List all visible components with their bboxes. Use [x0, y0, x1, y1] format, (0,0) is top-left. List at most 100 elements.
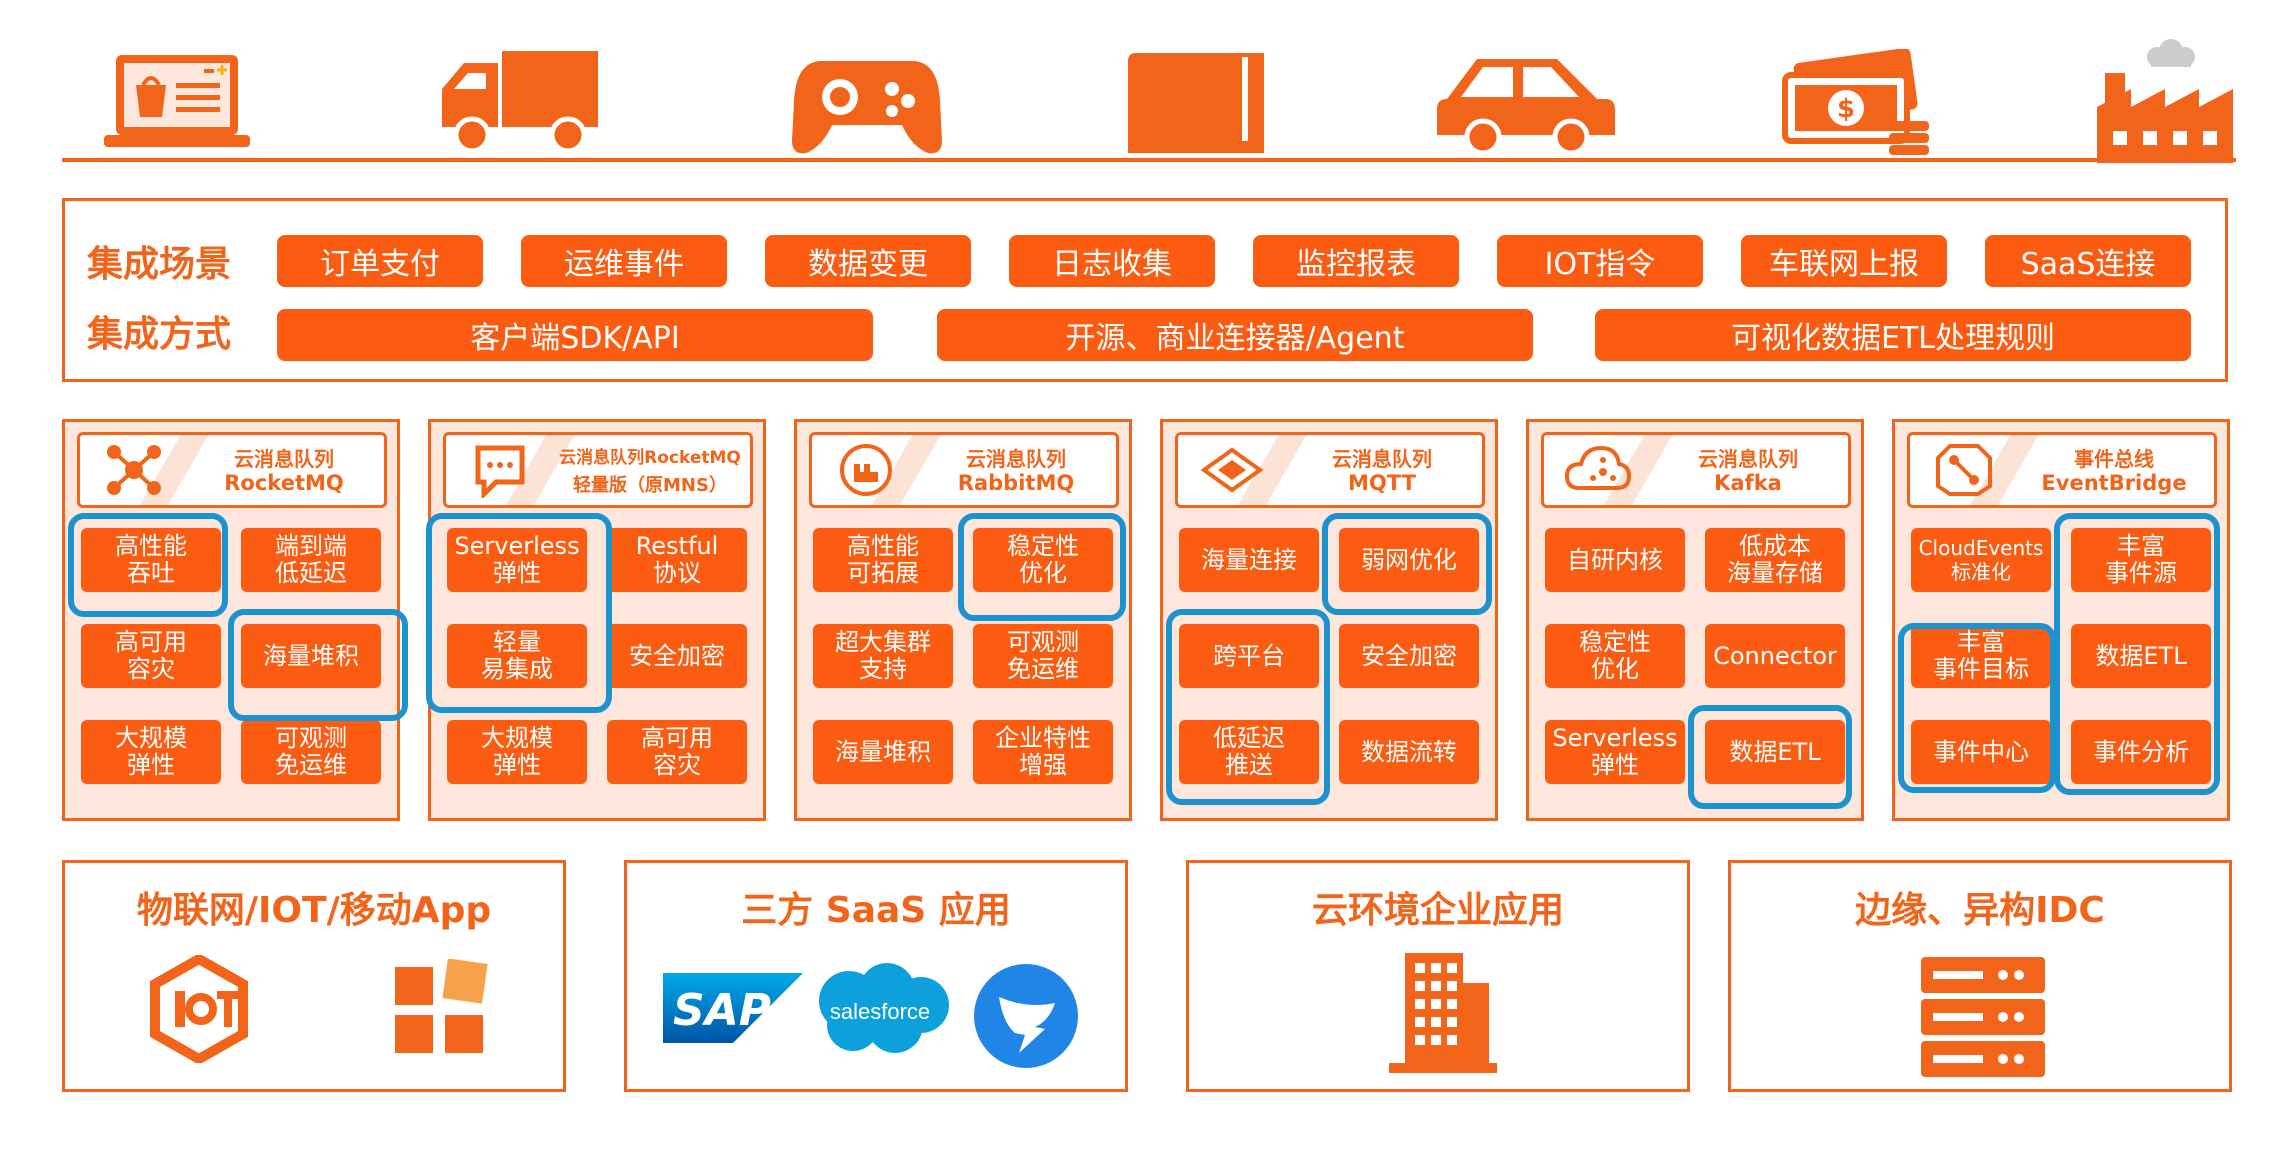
- card-header: 事件总线 EventBridge: [1907, 432, 2217, 508]
- method-pill: 客户端SDK/API: [277, 309, 873, 361]
- bottom-box-title: 三方 SaaS 应用: [741, 890, 1011, 931]
- money-icon: $: [1762, 38, 1952, 170]
- feature-cell: 高性能吞吐: [81, 528, 221, 592]
- highlight-box: [1322, 513, 1492, 615]
- salesforce-logo-text: salesforce: [830, 999, 930, 1024]
- product-card-rabbitmq: 云消息队列 RabbitMQ 高性能可拓展 稳定性优化 超大集群支持 可观测免运…: [794, 419, 1132, 821]
- highlight-box: [1688, 705, 1852, 809]
- top-divider: [62, 158, 2236, 162]
- feature-cell: 端到端低延迟: [241, 528, 381, 592]
- card-subtitle: Kafka: [1714, 471, 1782, 495]
- sap-logo: SAP: [663, 973, 803, 1043]
- message-bubble-icon: [446, 435, 554, 505]
- laptop-shopping-icon: [82, 38, 272, 170]
- card-header: 云消息队列 MQTT: [1175, 432, 1485, 508]
- gamepad-icon: [772, 38, 962, 170]
- method-pill: 开源、商业连接器/Agent: [937, 309, 1533, 361]
- svg-text:SAP: SAP: [673, 985, 771, 1036]
- integration-panel: 集成场景 集成方式 订单支付 运维事件 数据变更 日志收集 监控报表 IOT指令…: [62, 198, 2228, 382]
- highlight-box: [958, 513, 1126, 621]
- feature-cell: 海量堆积: [813, 720, 953, 784]
- highlight-box: [1898, 623, 2056, 793]
- iot-icon: [145, 953, 253, 1067]
- highlight-box: [426, 513, 612, 713]
- bottom-box-edge-idc: 边缘、异构IDC: [1728, 860, 2232, 1092]
- feature-cell: 低成本海量存储: [1705, 528, 1845, 592]
- card-subtitle: RabbitMQ: [957, 471, 1075, 495]
- scenario-pill: IOT指令: [1497, 235, 1703, 287]
- scenario-pill: 监控报表: [1253, 235, 1459, 287]
- feature-cell: 事件分析: [2071, 720, 2211, 784]
- feature-cell: 超大集群支持: [813, 624, 953, 688]
- bottom-box-iot: 物联网/IOT/移动App: [62, 860, 566, 1092]
- highlight-box: [1166, 609, 1330, 805]
- scenario-icon-row: $: [60, 20, 2238, 163]
- integration-scenario-label: 集成场景: [87, 244, 232, 285]
- scenario-pill: 日志收集: [1009, 235, 1215, 287]
- card-header: 云消息队列 RabbitMQ: [809, 432, 1119, 508]
- scenario-pill: 数据变更: [765, 235, 971, 287]
- feature-cell: 数据ETL: [2071, 624, 2211, 688]
- mqtt-logo-icon: [1178, 435, 1286, 505]
- feature-cell: 事件中心: [1911, 720, 2051, 784]
- highlight-box: [228, 609, 408, 721]
- bottom-box-cloud-enterprise: 云环境企业应用: [1186, 860, 1690, 1092]
- bottom-box-title: 边缘、异构IDC: [1855, 890, 2105, 931]
- feature-cell: 安全加密: [1339, 624, 1479, 688]
- feature-cell: 企业特性增强: [973, 720, 1113, 784]
- feature-cell: 高可用容灾: [81, 624, 221, 688]
- eventbridge-logo-icon: [1910, 435, 2018, 505]
- feature-cell: 轻量易集成: [447, 624, 587, 688]
- bottom-box-title: 物联网/IOT/移动App: [136, 890, 492, 931]
- feature-cell: 大规模弹性: [81, 720, 221, 784]
- feature-cell: 可观测免运维: [241, 720, 381, 784]
- integration-method-label: 集成方式: [87, 314, 232, 355]
- feature-cell: 稳定性优化: [1545, 624, 1685, 688]
- feature-cell: 高可用容灾: [607, 720, 747, 784]
- book-icon: [1102, 38, 1292, 170]
- truck-icon: [422, 38, 612, 170]
- feature-cell: 可观测免运维: [973, 624, 1113, 688]
- highlight-box: [68, 513, 228, 617]
- card-header: 云消息队列 Kafka: [1541, 432, 1851, 508]
- card-subtitle: MQTT: [1348, 471, 1416, 495]
- card-header: 云消息队列 RocketMQ: [77, 432, 387, 508]
- feature-cell: 低延迟推送: [1179, 720, 1319, 784]
- scenario-pill: 订单支付: [277, 235, 483, 287]
- product-card-kafka: 云消息队列 Kafka 自研内核 低成本海量存储 稳定性优化 Connector…: [1526, 419, 1864, 821]
- feature-cell: 高性能可拓展: [813, 528, 953, 592]
- salesforce-logo: salesforce: [805, 959, 955, 1059]
- dingtalk-logo-icon: [971, 961, 1081, 1075]
- card-title: 云消息队列: [234, 447, 334, 471]
- card-subtitle: 轻量版（原MNS）: [573, 475, 727, 496]
- highlight-box: [2054, 513, 2220, 795]
- car-icon: [1432, 38, 1622, 170]
- feature-cell: 数据流转: [1339, 720, 1479, 784]
- rocketmq-logo-icon: [80, 435, 188, 505]
- card-title: 云消息队列: [966, 447, 1066, 471]
- mobile-app-icon: [391, 958, 491, 1063]
- scenario-pill: 运维事件: [521, 235, 727, 287]
- feature-cell: 跨平台: [1179, 624, 1319, 688]
- card-subtitle: EventBridge: [2041, 471, 2187, 495]
- feature-cell: 数据ETL: [1705, 720, 1845, 784]
- card-header: 云消息队列RocketMQ 轻量版（原MNS）: [443, 432, 753, 508]
- scenario-pill: 车联网上报: [1741, 235, 1947, 287]
- rabbitmq-logo-icon: [812, 435, 920, 505]
- feature-cell: 丰富事件目标: [1911, 624, 2051, 688]
- card-subtitle: RocketMQ: [224, 471, 344, 495]
- method-pill: 可视化数据ETL处理规则: [1595, 309, 2191, 361]
- feature-cell: 自研内核: [1545, 528, 1685, 592]
- bottom-box-title: 云环境企业应用: [1311, 890, 1564, 931]
- card-title: 云消息队列: [1332, 447, 1432, 471]
- feature-cell: 弱网优化: [1339, 528, 1479, 592]
- feature-cell: 大规模弹性: [447, 720, 587, 784]
- server-rack-icon: [1919, 955, 2047, 1083]
- feature-cell: 海量堆积: [241, 624, 381, 688]
